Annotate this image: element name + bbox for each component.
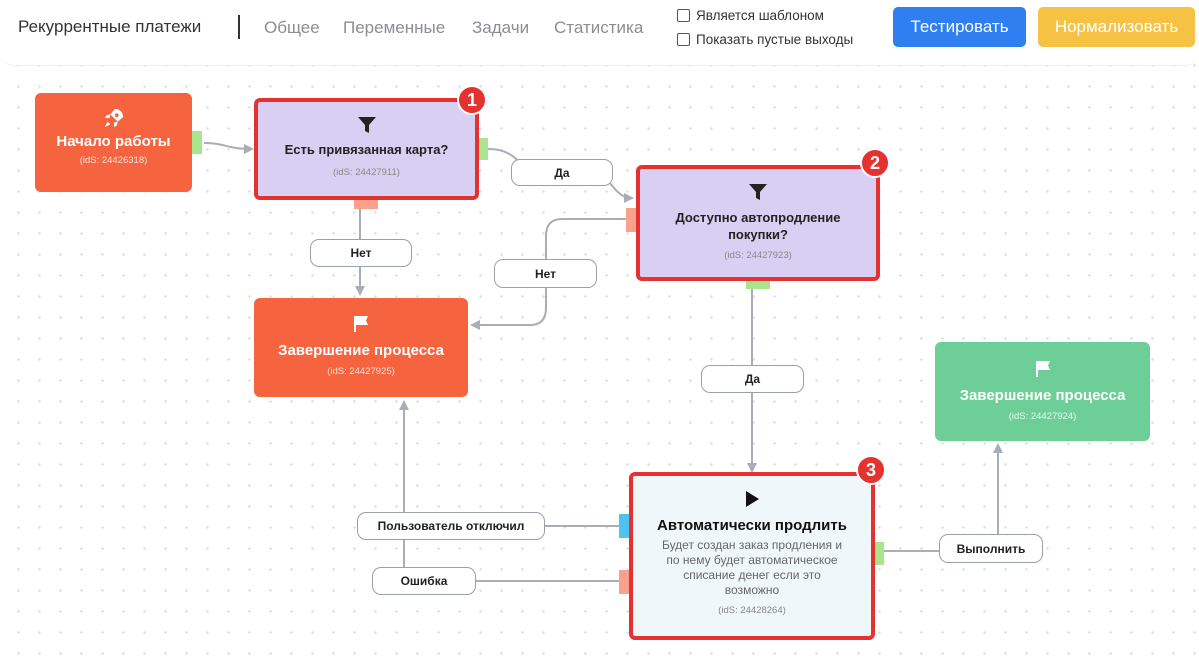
edge-label-auto-yes[interactable]: Да	[701, 365, 804, 393]
check-card-title: Есть привязанная карта?	[284, 142, 449, 157]
empty-outputs-checkbox[interactable]	[677, 33, 690, 46]
play-icon	[746, 491, 759, 507]
edge-label-error[interactable]: Ошибка	[372, 567, 476, 595]
end-ok-title: Завершение процесса	[959, 387, 1126, 404]
step-badge-3: 3	[856, 455, 886, 485]
check-auto-no-port[interactable]	[626, 208, 636, 232]
template-checkbox-label: Является шаблоном	[696, 8, 824, 23]
edge-label-card-no[interactable]: Нет	[310, 239, 412, 267]
end-ok-id: (idS: 24427924)	[1008, 411, 1077, 422]
normalize-button[interactable]: Нормализовать	[1038, 7, 1195, 47]
auto-renew-node[interactable]: Автоматически продлить Будет создан зака…	[629, 472, 875, 640]
auto-renew-id: (idS: 24428264)	[718, 605, 786, 616]
filter-icon	[749, 184, 767, 200]
edge-complete	[884, 445, 998, 552]
start-output-port[interactable]	[192, 131, 202, 154]
edge-start-to-card	[203, 142, 254, 154]
auto-renew-description: Будет создан заказ продления и по нему б…	[661, 538, 843, 597]
check-auto-id: (idS: 24427923)	[724, 250, 792, 261]
edge-label-user-disabled[interactable]: Пользователь отключил	[357, 512, 545, 540]
check-auto-node[interactable]: Доступно автопродление покупки? (idS: 24…	[636, 165, 880, 281]
auto-renew-error-port[interactable]	[619, 570, 629, 594]
end-ok-node[interactable]: Завершение процесса (idS: 24427924)	[935, 342, 1150, 441]
edge-user-disabled	[404, 402, 620, 527]
step-badge-2: 2	[860, 148, 890, 178]
edge-label-auto-no[interactable]: Нет	[494, 259, 597, 288]
tab-variables[interactable]: Переменные	[343, 18, 446, 37]
end-fail-id: (idS: 24427925)	[327, 366, 395, 377]
check-auto-title: Доступно автопродление покупки?	[675, 210, 841, 242]
toolbar: Рекуррентные платежи Общее Переменные За…	[0, 0, 1199, 66]
template-checkbox-row[interactable]: Является шаблоном	[677, 8, 824, 23]
end-fail-title: Завершение процесса	[278, 342, 444, 359]
check-auto-yes-port[interactable]	[746, 281, 770, 289]
start-node[interactable]: Начало работы (idS: 24426318)	[35, 93, 192, 192]
check-card-id: (idS: 24427911)	[333, 167, 400, 178]
title-separator	[238, 15, 240, 39]
tab-statistics[interactable]: Статистика	[554, 18, 644, 37]
auto-renew-user-disabled-port[interactable]	[619, 514, 629, 538]
tab-tasks[interactable]: Задачи	[472, 18, 530, 37]
check-card-yes-port[interactable]	[479, 138, 488, 160]
empty-outputs-checkbox-row[interactable]: Показать пустые выходы	[677, 32, 853, 47]
flag-icon	[1035, 361, 1050, 377]
empty-outputs-checkbox-label: Показать пустые выходы	[696, 32, 854, 47]
test-button[interactable]: Тестировать	[893, 7, 1026, 47]
start-node-id: (idS: 24426318)	[79, 155, 148, 166]
filter-icon	[357, 117, 376, 133]
rocket-icon	[104, 108, 123, 128]
check-card-no-port[interactable]	[354, 200, 378, 209]
template-checkbox[interactable]	[677, 9, 690, 22]
edge-error	[403, 540, 620, 582]
page-title: Рекуррентные платежи	[18, 17, 202, 36]
flag-icon	[354, 316, 368, 332]
step-badge-1: 1	[457, 85, 487, 115]
auto-renew-complete-port[interactable]	[875, 542, 884, 565]
end-fail-node[interactable]: Завершение процесса (idS: 24427925)	[254, 298, 468, 397]
tab-general[interactable]: Общее	[264, 18, 320, 37]
start-node-title: Начало работы	[56, 133, 171, 150]
edge-label-complete[interactable]: Выполнить	[939, 534, 1043, 563]
edge-label-card-yes[interactable]: Да	[511, 159, 613, 186]
check-card-node[interactable]: Есть привязанная карта? (idS: 24427911)	[254, 98, 479, 200]
auto-renew-title: Автоматически продлить	[657, 517, 847, 534]
